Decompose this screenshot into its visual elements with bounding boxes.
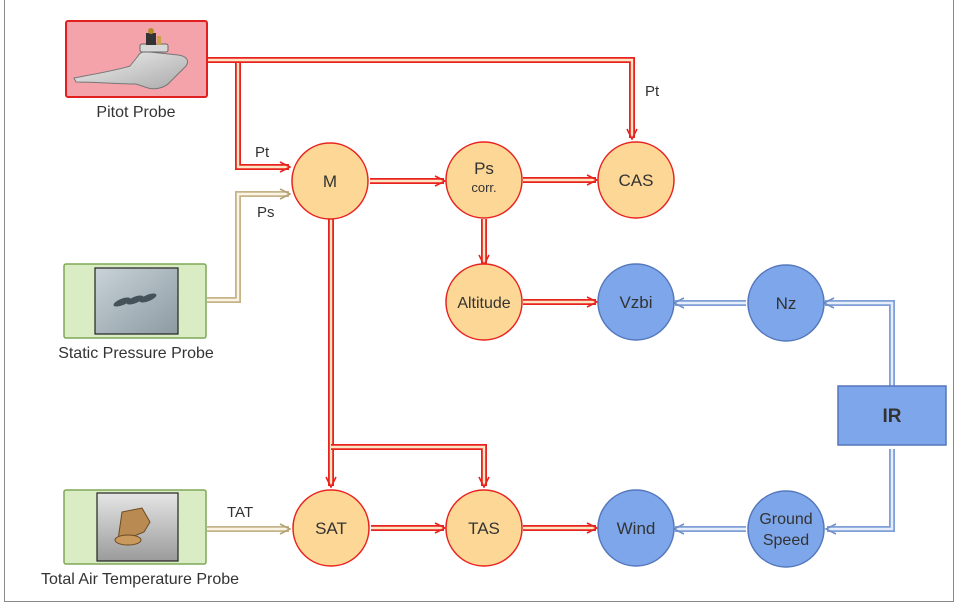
node-tas: TAS: [445, 489, 523, 567]
edge-ir-to-ground-speed: [827, 449, 895, 529]
tat-probe-label: Total Air Temperature Probe: [41, 571, 239, 588]
edge-pitot-to-cas: [207, 57, 632, 138]
edge-pitot-to-m: [207, 57, 289, 167]
edge-static-to-m: [207, 194, 289, 303]
node-m-label: M: [323, 172, 337, 191]
node-cas: CAS: [597, 141, 675, 219]
edge-m-to-tas: [331, 444, 484, 486]
node-altitude: Altitude: [445, 263, 523, 341]
total-air-temperature-probe: Total Air Temperature Probe: [41, 489, 239, 588]
node-vzbi-label: Vzbi: [619, 293, 652, 312]
node-ps-label: Ps: [474, 159, 494, 178]
node-cas-label: CAS: [619, 171, 654, 190]
diagram-frame: [4, 0, 954, 602]
pitot-probe: Pitot Probe: [65, 20, 208, 121]
node-vzbi: Vzbi: [597, 263, 675, 341]
node-nz: Nz: [747, 264, 825, 342]
static-pressure-probe: Static Pressure Probe: [58, 263, 214, 362]
pitot-probe-image: [73, 28, 189, 90]
node-sat-label: SAT: [315, 519, 347, 538]
node-sat: SAT: [292, 489, 370, 567]
edge-label-tat-sat: TAT: [227, 504, 253, 521]
node-altitude-label: Altitude: [457, 295, 510, 312]
node-wind-label: Wind: [617, 519, 656, 538]
node-wind: Wind: [597, 489, 675, 567]
node-nz-label: Nz: [776, 294, 797, 313]
node-ps-sublabel: corr.: [471, 180, 496, 195]
node-ps-corr: Ps corr.: [445, 141, 523, 219]
node-ground-speed-line2: Speed: [763, 532, 809, 549]
edge-label-pt-cas: Pt: [645, 83, 660, 100]
edge-label-pt-m: Pt: [255, 144, 270, 161]
pitot-probe-label: Pitot Probe: [96, 104, 175, 121]
edge-label-ps-m: Ps: [257, 204, 275, 221]
node-ir-label: IR: [883, 406, 902, 427]
static-probe-label: Static Pressure Probe: [58, 345, 214, 362]
node-ground-speed-line1: Ground: [759, 511, 812, 528]
node-ground-speed: Ground Speed: [747, 490, 825, 568]
node-tas-label: TAS: [468, 519, 500, 538]
node-ir: IR: [837, 385, 947, 446]
node-m: M: [291, 142, 369, 220]
edge-ir-to-nz: [825, 303, 895, 386]
